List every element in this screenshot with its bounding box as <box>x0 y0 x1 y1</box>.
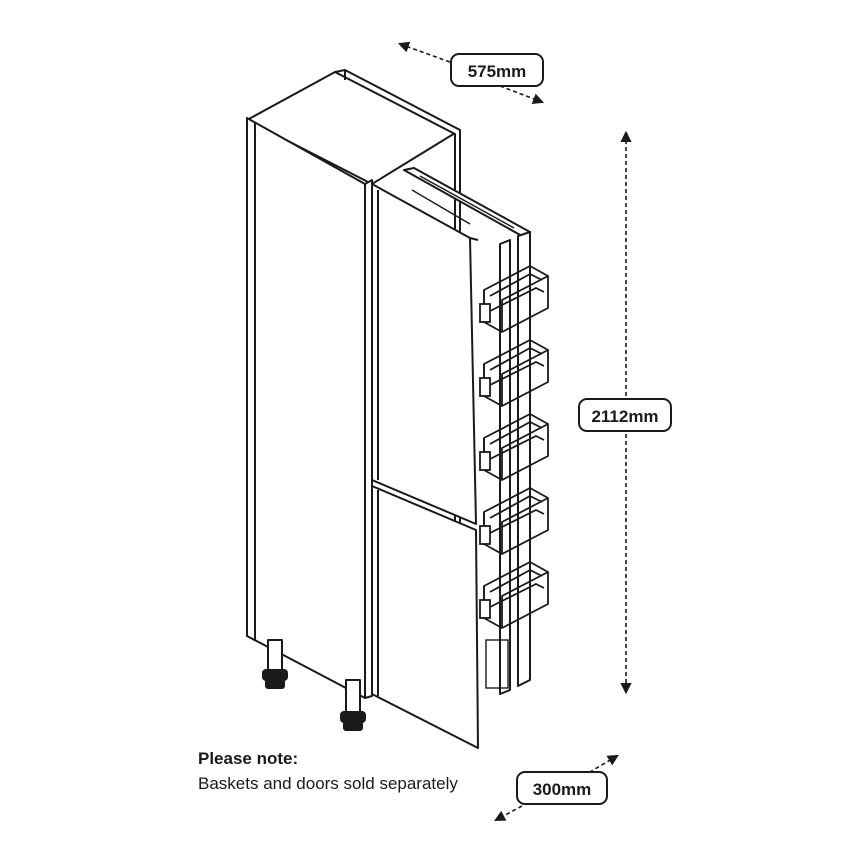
note-body: Baskets and doors sold separately <box>198 774 458 793</box>
basket <box>479 338 549 408</box>
adjustable-foot <box>262 639 288 689</box>
cabinet-front-edge <box>364 179 373 699</box>
cabinet-side-panel <box>246 117 366 699</box>
depth-dimension-line <box>397 41 545 105</box>
basket <box>479 486 549 556</box>
basket <box>479 412 549 482</box>
basket <box>479 560 549 630</box>
runner-detail <box>411 175 515 689</box>
note-title: Please note: <box>198 749 299 768</box>
depth-dimension-label: 575mm <box>450 53 544 87</box>
adjustable-foot <box>340 679 366 731</box>
width-dimension-line <box>494 754 619 822</box>
door-lower <box>371 485 479 749</box>
height-dimension-label: 2112mm <box>578 398 672 432</box>
basket <box>479 264 549 334</box>
width-dimension-label: 300mm <box>516 771 608 805</box>
door-upper <box>371 183 477 525</box>
basket-group <box>479 264 549 630</box>
